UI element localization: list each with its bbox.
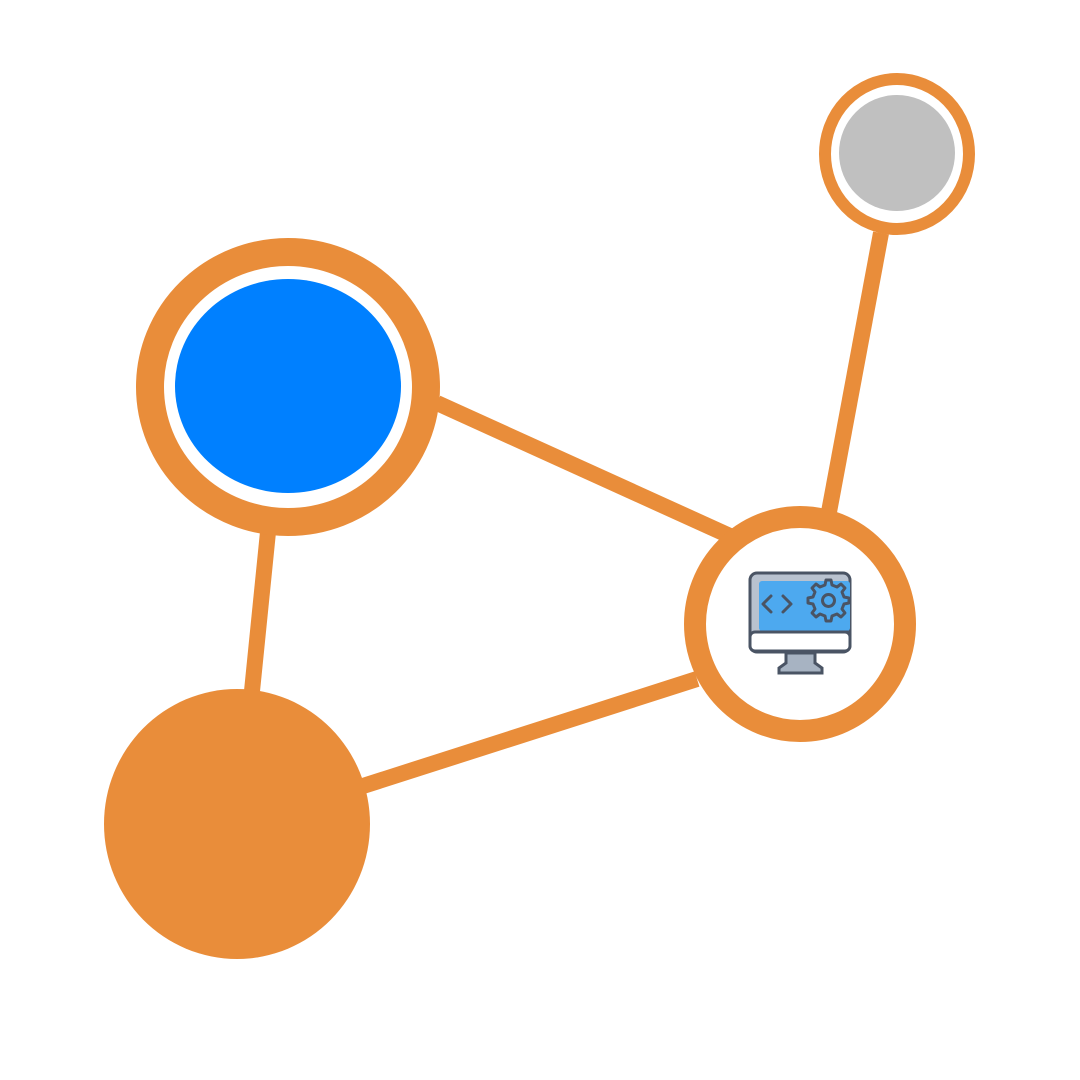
monitor-screen [759, 581, 850, 631]
edge-blue-node-developer-node [433, 395, 745, 549]
edge-developer-node-gray-node [821, 231, 889, 514]
computer-code-gear-icon [748, 571, 852, 675]
edge-orange-node-developer-node [360, 671, 700, 794]
edges [244, 231, 889, 794]
node-gray-core [839, 95, 955, 211]
node-orange[interactable] [104, 689, 370, 959]
node-blue[interactable] [136, 238, 440, 536]
node-blue-core [175, 279, 401, 493]
monitor-chin [748, 630, 852, 653]
gear-outline [806, 578, 851, 623]
edge-blue-node-orange-node [244, 531, 276, 692]
node-orange-core [104, 689, 370, 959]
monitor-stand [777, 651, 824, 675]
gear-center [821, 593, 836, 608]
code-left-bracket [761, 594, 773, 614]
node-developer[interactable] [684, 506, 916, 742]
code-right-bracket [781, 594, 793, 614]
node-gray[interactable] [819, 73, 975, 235]
